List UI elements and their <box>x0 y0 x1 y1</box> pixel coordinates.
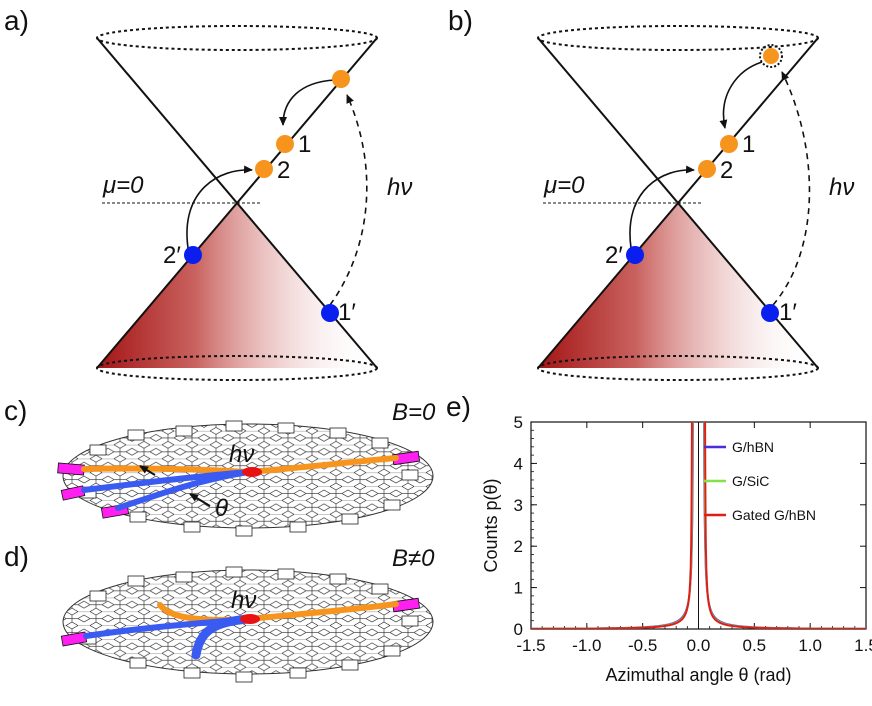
mu-label: μ=0 <box>102 172 144 199</box>
y-tick-label: 3 <box>514 496 523 515</box>
panel-label-a: a) <box>4 5 29 36</box>
angle-arrow-2 <box>189 493 211 507</box>
contact-pads-c <box>57 450 421 519</box>
theta-label: θ <box>215 495 228 522</box>
x-axis-title: Azimuthal angle θ (rad) <box>605 665 791 685</box>
distribution-chart: -1.5 -1.0 -0.5 0.0 0.5 1.0 1.5 0 1 2 3 4 5Azimuthal … <box>481 413 872 685</box>
panel-label-d: d) <box>4 541 29 572</box>
series-line-gated-g-hbn-left <box>531 422 693 629</box>
series-line-gated-g-hbn-right <box>704 422 866 629</box>
label-2-b: 2 <box>720 157 733 184</box>
b-zero-label: B=0 <box>392 399 436 426</box>
legend-label-g-hbn: G/hBN <box>732 439 774 455</box>
hole-2p-a <box>184 246 202 264</box>
series-line-g-sic-right <box>703 422 866 629</box>
label-1p-b: 1′ <box>779 299 797 326</box>
electron-1-a <box>276 135 294 153</box>
hv-label-d: hν <box>231 587 256 614</box>
x-tick-label: 0.0 <box>687 636 711 655</box>
x-tick-label: -1.0 <box>572 636 601 655</box>
angle-arrow-1 <box>139 465 156 476</box>
label-2-a: 2 <box>277 157 290 184</box>
series-line-g-sic-left <box>531 422 694 629</box>
mu-label: μ=0 <box>543 172 585 199</box>
x-tick-label: -1.5 <box>516 636 545 655</box>
legend-label-gated-g-hbn: Gated G/hBN <box>732 507 816 523</box>
hv-label-c: hν <box>229 441 254 468</box>
label-1p-a: 1′ <box>338 299 356 326</box>
upper-cone-rim <box>96 25 378 51</box>
hole-1p-a <box>321 304 339 322</box>
excited-electron-burst-icon <box>759 44 783 68</box>
panel-label-c: c) <box>4 395 27 426</box>
panel-label-b: b) <box>448 5 473 36</box>
y-tick-label: 1 <box>514 579 523 598</box>
label-1-b: 1 <box>742 131 755 158</box>
label-1-a: 1 <box>298 131 311 158</box>
hole-1p-b <box>761 304 779 322</box>
electron-2-a <box>255 160 273 178</box>
series-line-g-hbn-left <box>531 422 694 629</box>
hole-path-2-d <box>191 614 253 660</box>
electron-excited-a <box>332 70 350 88</box>
graphene-sheet-d <box>62 566 434 683</box>
relax-arrow-a <box>279 79 336 126</box>
valence-band-fill <box>97 203 377 368</box>
hole-path-2-c <box>115 469 251 511</box>
y-tick-label: 5 <box>514 413 523 432</box>
hv-label-a: hν <box>387 174 412 201</box>
relax-arrow-b <box>719 61 763 129</box>
photon-arrow-a <box>329 94 368 306</box>
panel-d: d) hν B≠0 <box>4 541 435 683</box>
label-2p-a: 2′ <box>163 242 181 269</box>
panel-c: c) hν θ B= <box>4 395 436 537</box>
graphene-sheet-c <box>62 420 434 537</box>
scatter-arrow-b <box>629 165 695 249</box>
y-tick-label: 4 <box>514 454 523 473</box>
valence-band-fill <box>538 203 818 368</box>
y-axis-title: Counts p(θ) <box>481 478 501 572</box>
label-2p-b: 2′ <box>605 242 623 269</box>
x-tick-label: 0.5 <box>743 636 767 655</box>
panel-a: a) μ=0 hν 1 2 2′ 1′ <box>4 5 412 381</box>
hole-2p-b <box>626 246 644 264</box>
electron-2-b <box>698 160 716 178</box>
hv-label-b: hν <box>829 174 854 201</box>
panel-e: e) -1.5 -1.0 -0.5 0.0 0.5 1.0 1.5 0 1 2 3 4 5Azimuth… <box>446 391 872 685</box>
photon-arrow-b <box>772 71 811 306</box>
series-line-g-hbn-right <box>703 422 866 629</box>
y-tick-label: 0 <box>514 620 523 639</box>
x-tick-label: 1.5 <box>854 636 872 655</box>
photoexcitation-spot-d <box>240 614 260 624</box>
panel-b: b) μ=0 hν 1 2 2′ 1′ <box>448 5 854 381</box>
panel-label-e: e) <box>446 391 471 422</box>
legend-label-g-sic: G/SiC <box>732 473 769 489</box>
x-tick-label: -0.5 <box>628 636 657 655</box>
electron-path-d-right <box>245 601 399 622</box>
y-tick-label: 2 <box>514 537 523 556</box>
x-tick-label: 1.0 <box>798 636 822 655</box>
electron-1-b <box>720 135 738 153</box>
photoexcitation-spot-c <box>242 467 262 477</box>
b-nonzero-label: B≠0 <box>392 545 435 572</box>
scatter-arrow-a <box>186 165 253 249</box>
